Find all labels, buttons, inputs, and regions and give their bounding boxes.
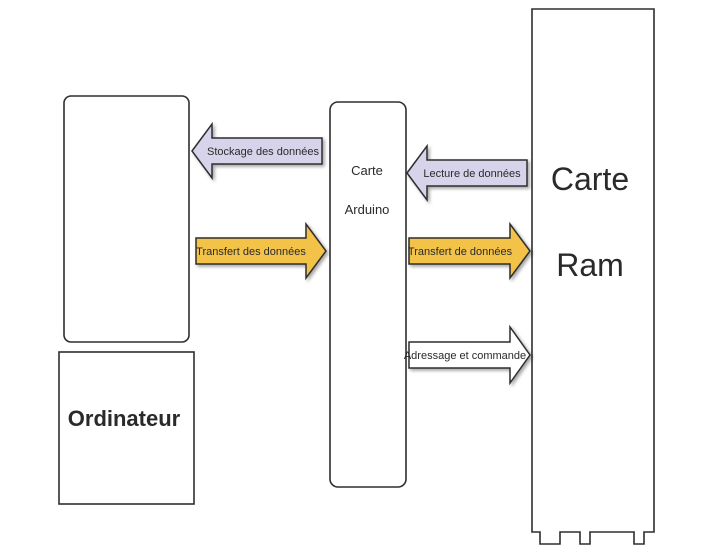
arrow-transfer-to-pc-label: Transfert des données (196, 246, 306, 258)
computer-base-box (58, 351, 195, 505)
arrow-address-command-shape (408, 324, 531, 386)
computer-screen-box (63, 95, 190, 343)
ram-label-line1: Carte (551, 161, 629, 197)
arduino-label-line2: Arduino (345, 202, 390, 217)
arrow-read-data (406, 143, 528, 203)
ram-label-line2: Ram (556, 247, 624, 283)
arrow-read-data-label: Lecture de données (423, 168, 521, 180)
computer-label: Ordinateur (68, 406, 181, 431)
arrow-storage-label: Stockage des données (207, 146, 319, 158)
arrow-transfer-from-ram-shape (408, 221, 531, 281)
arrow-transfer-to-pc (195, 221, 327, 281)
arrow-address-command-label: Adressage et commande (404, 350, 526, 362)
arrow-transfer-from-ram (408, 221, 531, 281)
arrow-storage (191, 121, 323, 181)
arrow-transfer-from-ram-label: Transfert de données (408, 246, 513, 258)
arduino-board-box (329, 101, 407, 488)
arrow-transfer-to-pc-shape (195, 221, 327, 281)
ram-card-shape (531, 8, 655, 545)
arduino-label-line1: Carte (351, 163, 383, 178)
arrow-storage-shape (191, 121, 323, 181)
arrow-address-command (408, 324, 531, 386)
arrow-read-data-shape (406, 143, 528, 203)
